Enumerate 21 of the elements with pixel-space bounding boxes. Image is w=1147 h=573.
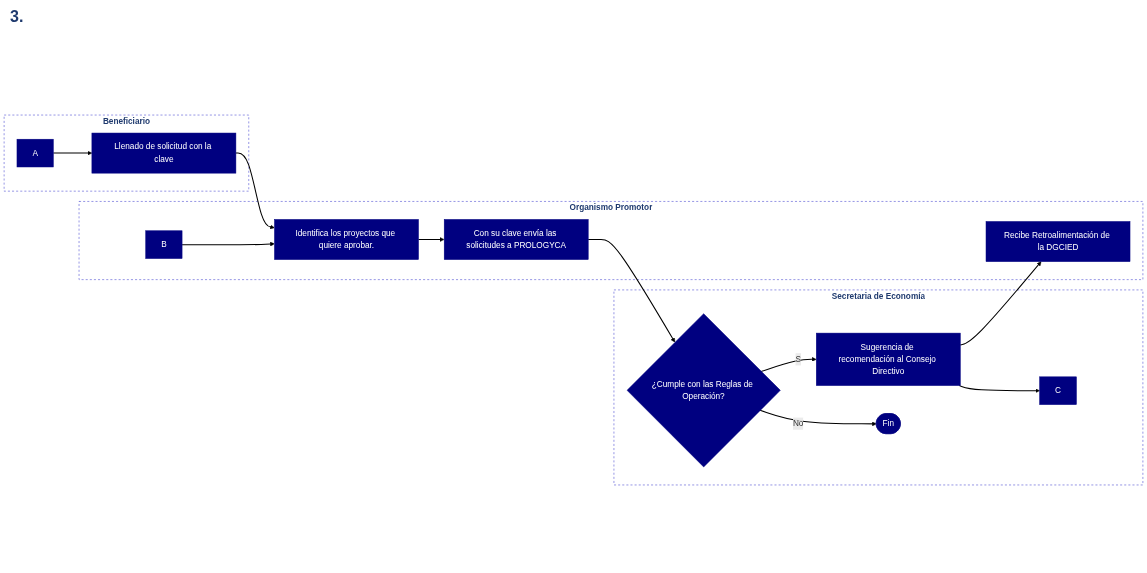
edge-label: No <box>792 419 804 428</box>
arrow <box>417 237 445 242</box>
arrow <box>235 152 275 230</box>
arrow <box>959 261 1042 346</box>
arrow <box>181 241 275 247</box>
edge-label: S <box>795 354 801 364</box>
arrow <box>587 239 676 343</box>
node-diamond: ¿Cumple con las Reglas de Operación? <box>626 313 781 468</box>
node-box: Recibe Retroalimentación de la DGCIED <box>985 221 1131 262</box>
node-box: C <box>1039 376 1077 405</box>
node-box: Llenado de solicitud con la clave <box>91 132 237 174</box>
section-number: 3. <box>10 8 24 25</box>
arrow <box>760 357 817 372</box>
node-box: Sugerencia de recomendación al Consejo Directivo <box>816 332 961 386</box>
arrow <box>52 150 93 156</box>
arrow <box>759 409 877 427</box>
arrow <box>958 385 1040 393</box>
node-box: Con su clave envía las solicitudes a PROLOGYCA <box>443 219 589 260</box>
node-box: A <box>16 138 54 168</box>
node-box: Identifica los proyectos que quiere aprobar. <box>274 219 419 260</box>
node-box: B <box>145 230 183 259</box>
